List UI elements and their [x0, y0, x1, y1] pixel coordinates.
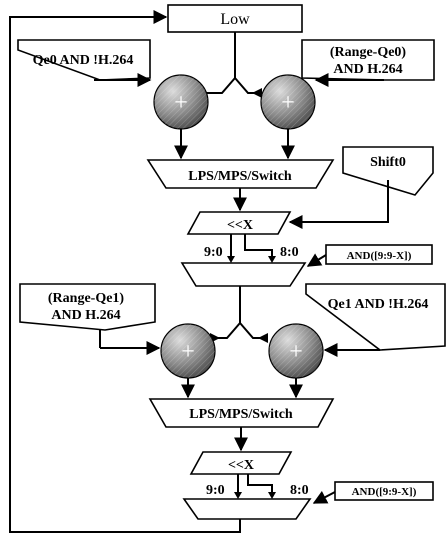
mux-2 — [182, 498, 312, 520]
low-register: Low — [167, 4, 303, 33]
feedback-loop-wire — [9, 10, 241, 533]
input-range-qe1-line2: AND H.264 — [51, 308, 120, 323]
low-label: Low — [220, 11, 250, 28]
input-qe0-label: Qe0 AND !H.264 — [33, 53, 134, 68]
mux-1 — [180, 262, 307, 287]
shift0-label: Shift0 — [370, 155, 406, 170]
and-mask-1: AND([9:9-X]) — [325, 244, 433, 265]
adder-bottom-left: + — [160, 323, 216, 379]
adder-bottom-right: + — [268, 323, 324, 379]
mux-1-left-bits: 9:0 — [204, 245, 223, 260]
mux-2-left-bits: 9:0 — [206, 483, 225, 498]
mux-2-right-bits: 8:0 — [290, 483, 309, 498]
shifter-1-output-wires — [227, 234, 276, 263]
shifter-1-label: <<X — [227, 218, 253, 233]
input-shift0: Shift0 — [342, 146, 434, 196]
shifter-1: <<X — [186, 211, 292, 235]
shifter-2-output-wires — [234, 474, 276, 499]
mux-1-right-bits: 8:0 — [280, 245, 299, 260]
shifter-2-label: <<X — [228, 458, 254, 473]
input-range-qe0-and-h264: (Range-Qe0) AND H.264 — [301, 39, 435, 81]
adder-top-right-symbol: + — [281, 90, 295, 116]
input-range-qe0-line2: AND H.264 — [333, 62, 402, 77]
adder-top-left: + — [153, 74, 209, 130]
input-qe1-label: Qe1 AND !H.264 — [328, 297, 429, 312]
low-fanout-wires — [195, 32, 262, 98]
mux-1-fanout-wires — [210, 322, 268, 343]
and-mask-2: AND([9:9-X]) — [334, 481, 434, 501]
adder-top-left-symbol: + — [174, 90, 188, 116]
lps-mps-switch-2: LPS/MPS/Switch — [148, 398, 335, 428]
adder-bottom-left-symbol: + — [181, 339, 195, 365]
shifter-2: <<X — [189, 451, 293, 475]
input-qe1-and-not-h264: Qe1 AND !H.264 — [305, 283, 446, 351]
input-range-qe1-line1: (Range-Qe1) — [48, 291, 125, 306]
and-mask-2-label: AND([9:9-X]) — [352, 486, 417, 498]
and-mask-1-label: AND([9:9-X]) — [347, 250, 412, 262]
switch-1-label: LPS/MPS/Switch — [188, 169, 292, 184]
adder-top-right: + — [260, 74, 316, 130]
lps-mps-switch-1: LPS/MPS/Switch — [146, 159, 335, 189]
adder-bottom-right-symbol: + — [289, 339, 303, 365]
input-range-qe1-and-h264: (Range-Qe1) AND H.264 — [19, 283, 156, 331]
input-range-qe0-line1: (Range-Qe0) — [330, 45, 407, 60]
input-qe0-and-not-h264: Qe0 AND !H.264 — [17, 39, 151, 81]
switch-2-label: LPS/MPS/Switch — [189, 407, 293, 422]
